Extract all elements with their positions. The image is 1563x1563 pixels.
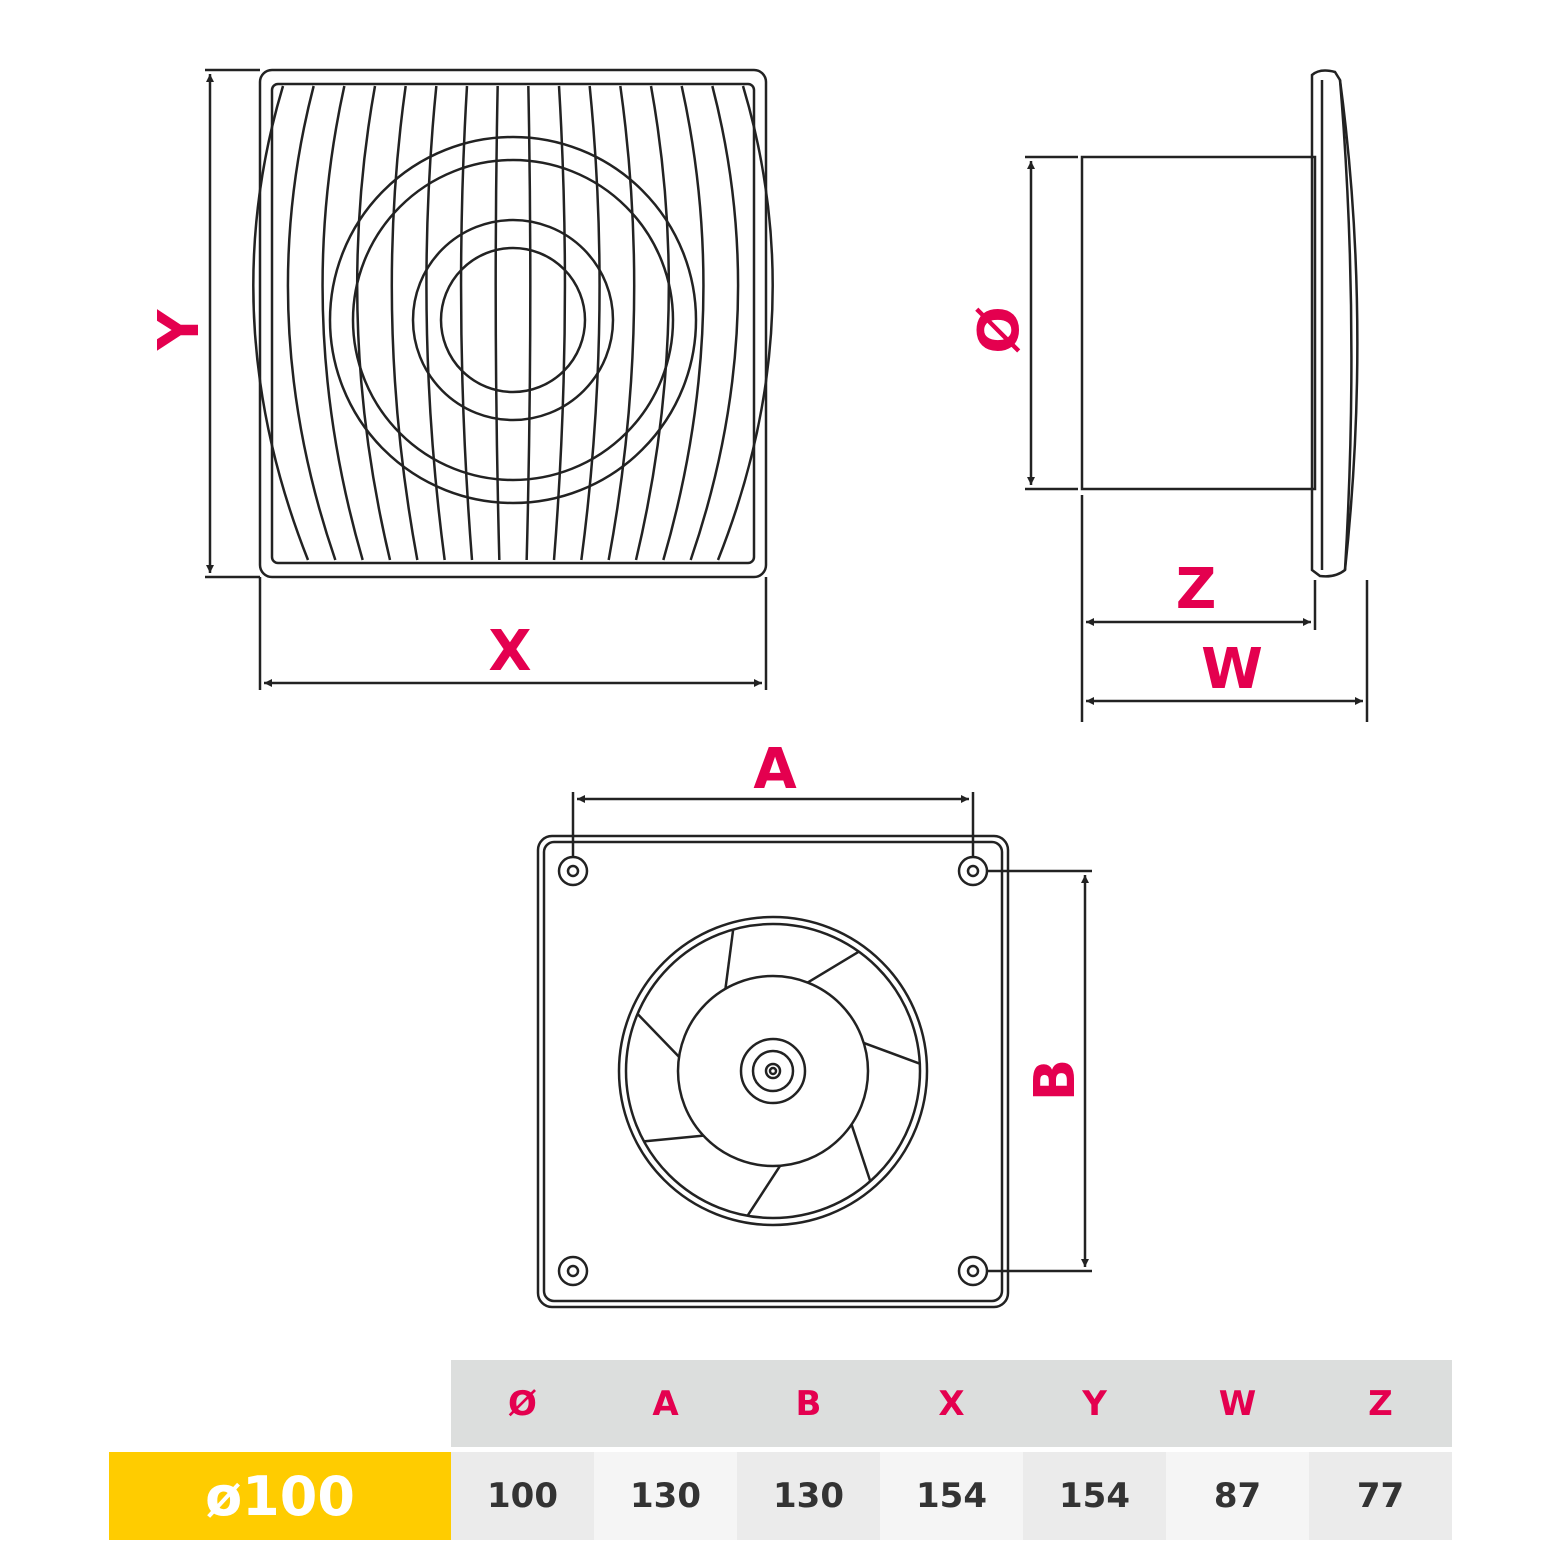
header-b: B bbox=[795, 1383, 822, 1424]
grille-bar bbox=[634, 85, 671, 561]
table-row: 100 130 130 154 154 87 77 bbox=[451, 1452, 1452, 1540]
technical-drawing: Y X Ø Z W A bbox=[147, 68, 1369, 1309]
label-w: W bbox=[1201, 637, 1263, 702]
grille-bar bbox=[252, 85, 310, 561]
header-x: X bbox=[938, 1383, 965, 1424]
label-y: Y bbox=[147, 308, 212, 351]
grille-bar bbox=[425, 85, 446, 561]
grille-bar bbox=[689, 85, 740, 561]
header-y: Y bbox=[1082, 1383, 1107, 1424]
grille-bar bbox=[286, 85, 337, 561]
fan-blade bbox=[643, 1134, 704, 1143]
grille-bar bbox=[552, 85, 567, 561]
table-header: Ø A B X Y W Z bbox=[451, 1360, 1452, 1447]
fan-blade bbox=[636, 1013, 680, 1058]
header-w: W bbox=[1218, 1383, 1257, 1424]
label-x: X bbox=[488, 619, 531, 684]
value-diameter: 100 bbox=[451, 1452, 594, 1540]
label-a: A bbox=[753, 737, 797, 802]
grille-bar bbox=[459, 85, 474, 561]
back-view bbox=[536, 834, 1010, 1309]
mounting-holes bbox=[557, 855, 989, 1287]
side-view bbox=[1080, 69, 1359, 578]
grille-bar bbox=[716, 85, 774, 561]
label-z: Z bbox=[1176, 557, 1217, 622]
grille-bar bbox=[580, 85, 601, 561]
value-b: 130 bbox=[737, 1452, 880, 1540]
grille-bar bbox=[355, 85, 392, 561]
label-b: B bbox=[1023, 1059, 1088, 1102]
grille-bar bbox=[390, 85, 419, 561]
fan-blade bbox=[863, 1041, 921, 1065]
header-z: Z bbox=[1368, 1383, 1393, 1424]
grille-bar bbox=[494, 85, 501, 561]
grille-bar bbox=[525, 85, 532, 561]
value-w: 87 bbox=[1166, 1452, 1309, 1540]
fan-blade bbox=[724, 929, 735, 989]
value-y: 154 bbox=[1023, 1452, 1166, 1540]
front-view bbox=[252, 68, 774, 579]
header-diameter: Ø bbox=[508, 1383, 537, 1424]
dimensions-table: Ø A B X Y W Z ø100 100 130 130 154 154 8… bbox=[109, 1360, 1452, 1540]
grille-bar bbox=[607, 85, 636, 561]
value-x: 154 bbox=[880, 1452, 1023, 1540]
header-a: A bbox=[652, 1383, 679, 1424]
fan-blade bbox=[806, 950, 860, 984]
value-a: 130 bbox=[594, 1452, 737, 1540]
fan-blade bbox=[746, 1165, 782, 1217]
fan-blade bbox=[850, 1124, 872, 1182]
value-z: 77 bbox=[1309, 1452, 1452, 1540]
grille-bar bbox=[662, 85, 705, 561]
grille-bar bbox=[321, 85, 364, 561]
label-diameter: Ø bbox=[967, 306, 1032, 354]
size-badge: ø100 bbox=[109, 1452, 451, 1540]
